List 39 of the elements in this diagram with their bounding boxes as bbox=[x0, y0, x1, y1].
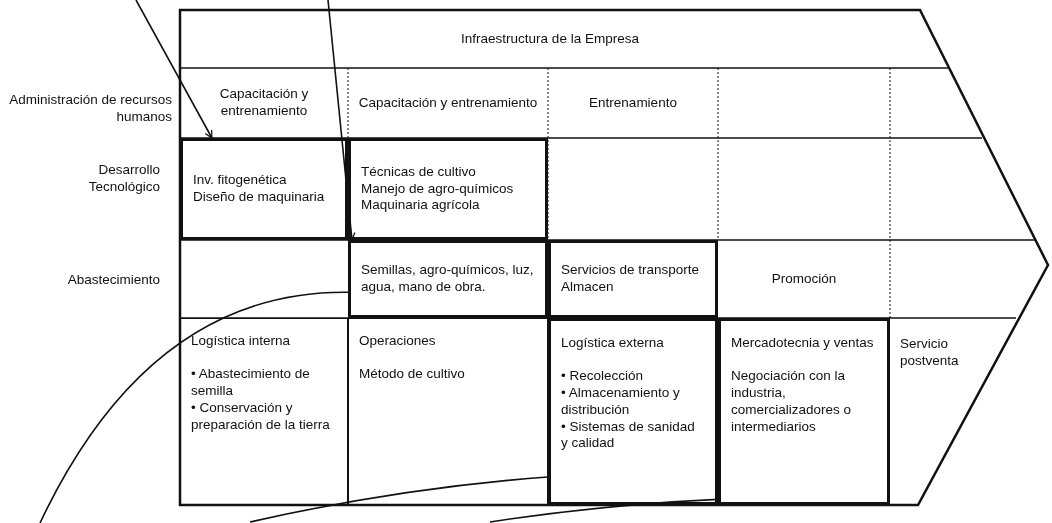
cell-text: Almacen bbox=[561, 279, 615, 296]
activity-box bbox=[718, 318, 890, 505]
cell-text: • Sistemas de sanidad y calidad bbox=[561, 418, 696, 453]
activity-box bbox=[180, 138, 348, 240]
activity-heading: Logística externa bbox=[561, 335, 665, 352]
cell-text: Promoción bbox=[718, 240, 890, 318]
activity-box bbox=[348, 240, 548, 318]
leader-line bbox=[39, 291, 349, 523]
cell-text: Negociación con la industria, comercializadores o intermediarios bbox=[731, 367, 853, 436]
leader-line bbox=[135, 0, 213, 139]
activity-heading: Operaciones bbox=[359, 333, 437, 350]
activity-box bbox=[548, 318, 718, 505]
cell-text: Semillas, agro-químicos, luz, agua, mano de obra. bbox=[361, 262, 535, 296]
cell-text: Servicio postventa bbox=[890, 318, 986, 388]
cell-text: • Conservación y preparación de la tierra bbox=[191, 399, 331, 434]
row-label: Administración de recursos humanos bbox=[8, 92, 172, 126]
cell-text: Maquinaria agrícola bbox=[361, 197, 481, 215]
cell-text: Capacitación y entrenamiento bbox=[348, 68, 548, 138]
row-label: Abastecimiento bbox=[66, 272, 160, 289]
row-label: Desarrollo Tecnológico bbox=[87, 162, 160, 196]
activity-heading: Mercadotecnia y ventas bbox=[731, 335, 875, 352]
cell-text: Servicios de transporte bbox=[561, 262, 701, 279]
activity-box bbox=[548, 240, 718, 318]
cell-text: Inv. fitogenética bbox=[193, 172, 288, 189]
band-title: Infraestructura de la Empresa bbox=[180, 10, 920, 68]
cell-text: Técnicas de cultivo bbox=[361, 163, 477, 181]
leader-line bbox=[249, 476, 549, 523]
cell-text: • Abastecimiento de semilla bbox=[191, 365, 311, 400]
activity-box bbox=[348, 138, 548, 240]
cell-text: Manejo de agro-químicos bbox=[361, 180, 515, 198]
activity-heading: Logística interna bbox=[191, 333, 292, 350]
cell-text: • Almacenamiento y distribución bbox=[561, 384, 681, 419]
cell-text: Entrenamiento bbox=[548, 68, 718, 138]
cell-text: Capacitación y entrenamiento bbox=[180, 68, 348, 138]
cell-text: • Recolección bbox=[561, 367, 644, 385]
activity-box bbox=[348, 318, 548, 505]
cell-text: Método de cultivo bbox=[359, 365, 466, 383]
cell-text: Diseño de maquinaria bbox=[193, 189, 326, 206]
activity-box bbox=[180, 318, 348, 505]
